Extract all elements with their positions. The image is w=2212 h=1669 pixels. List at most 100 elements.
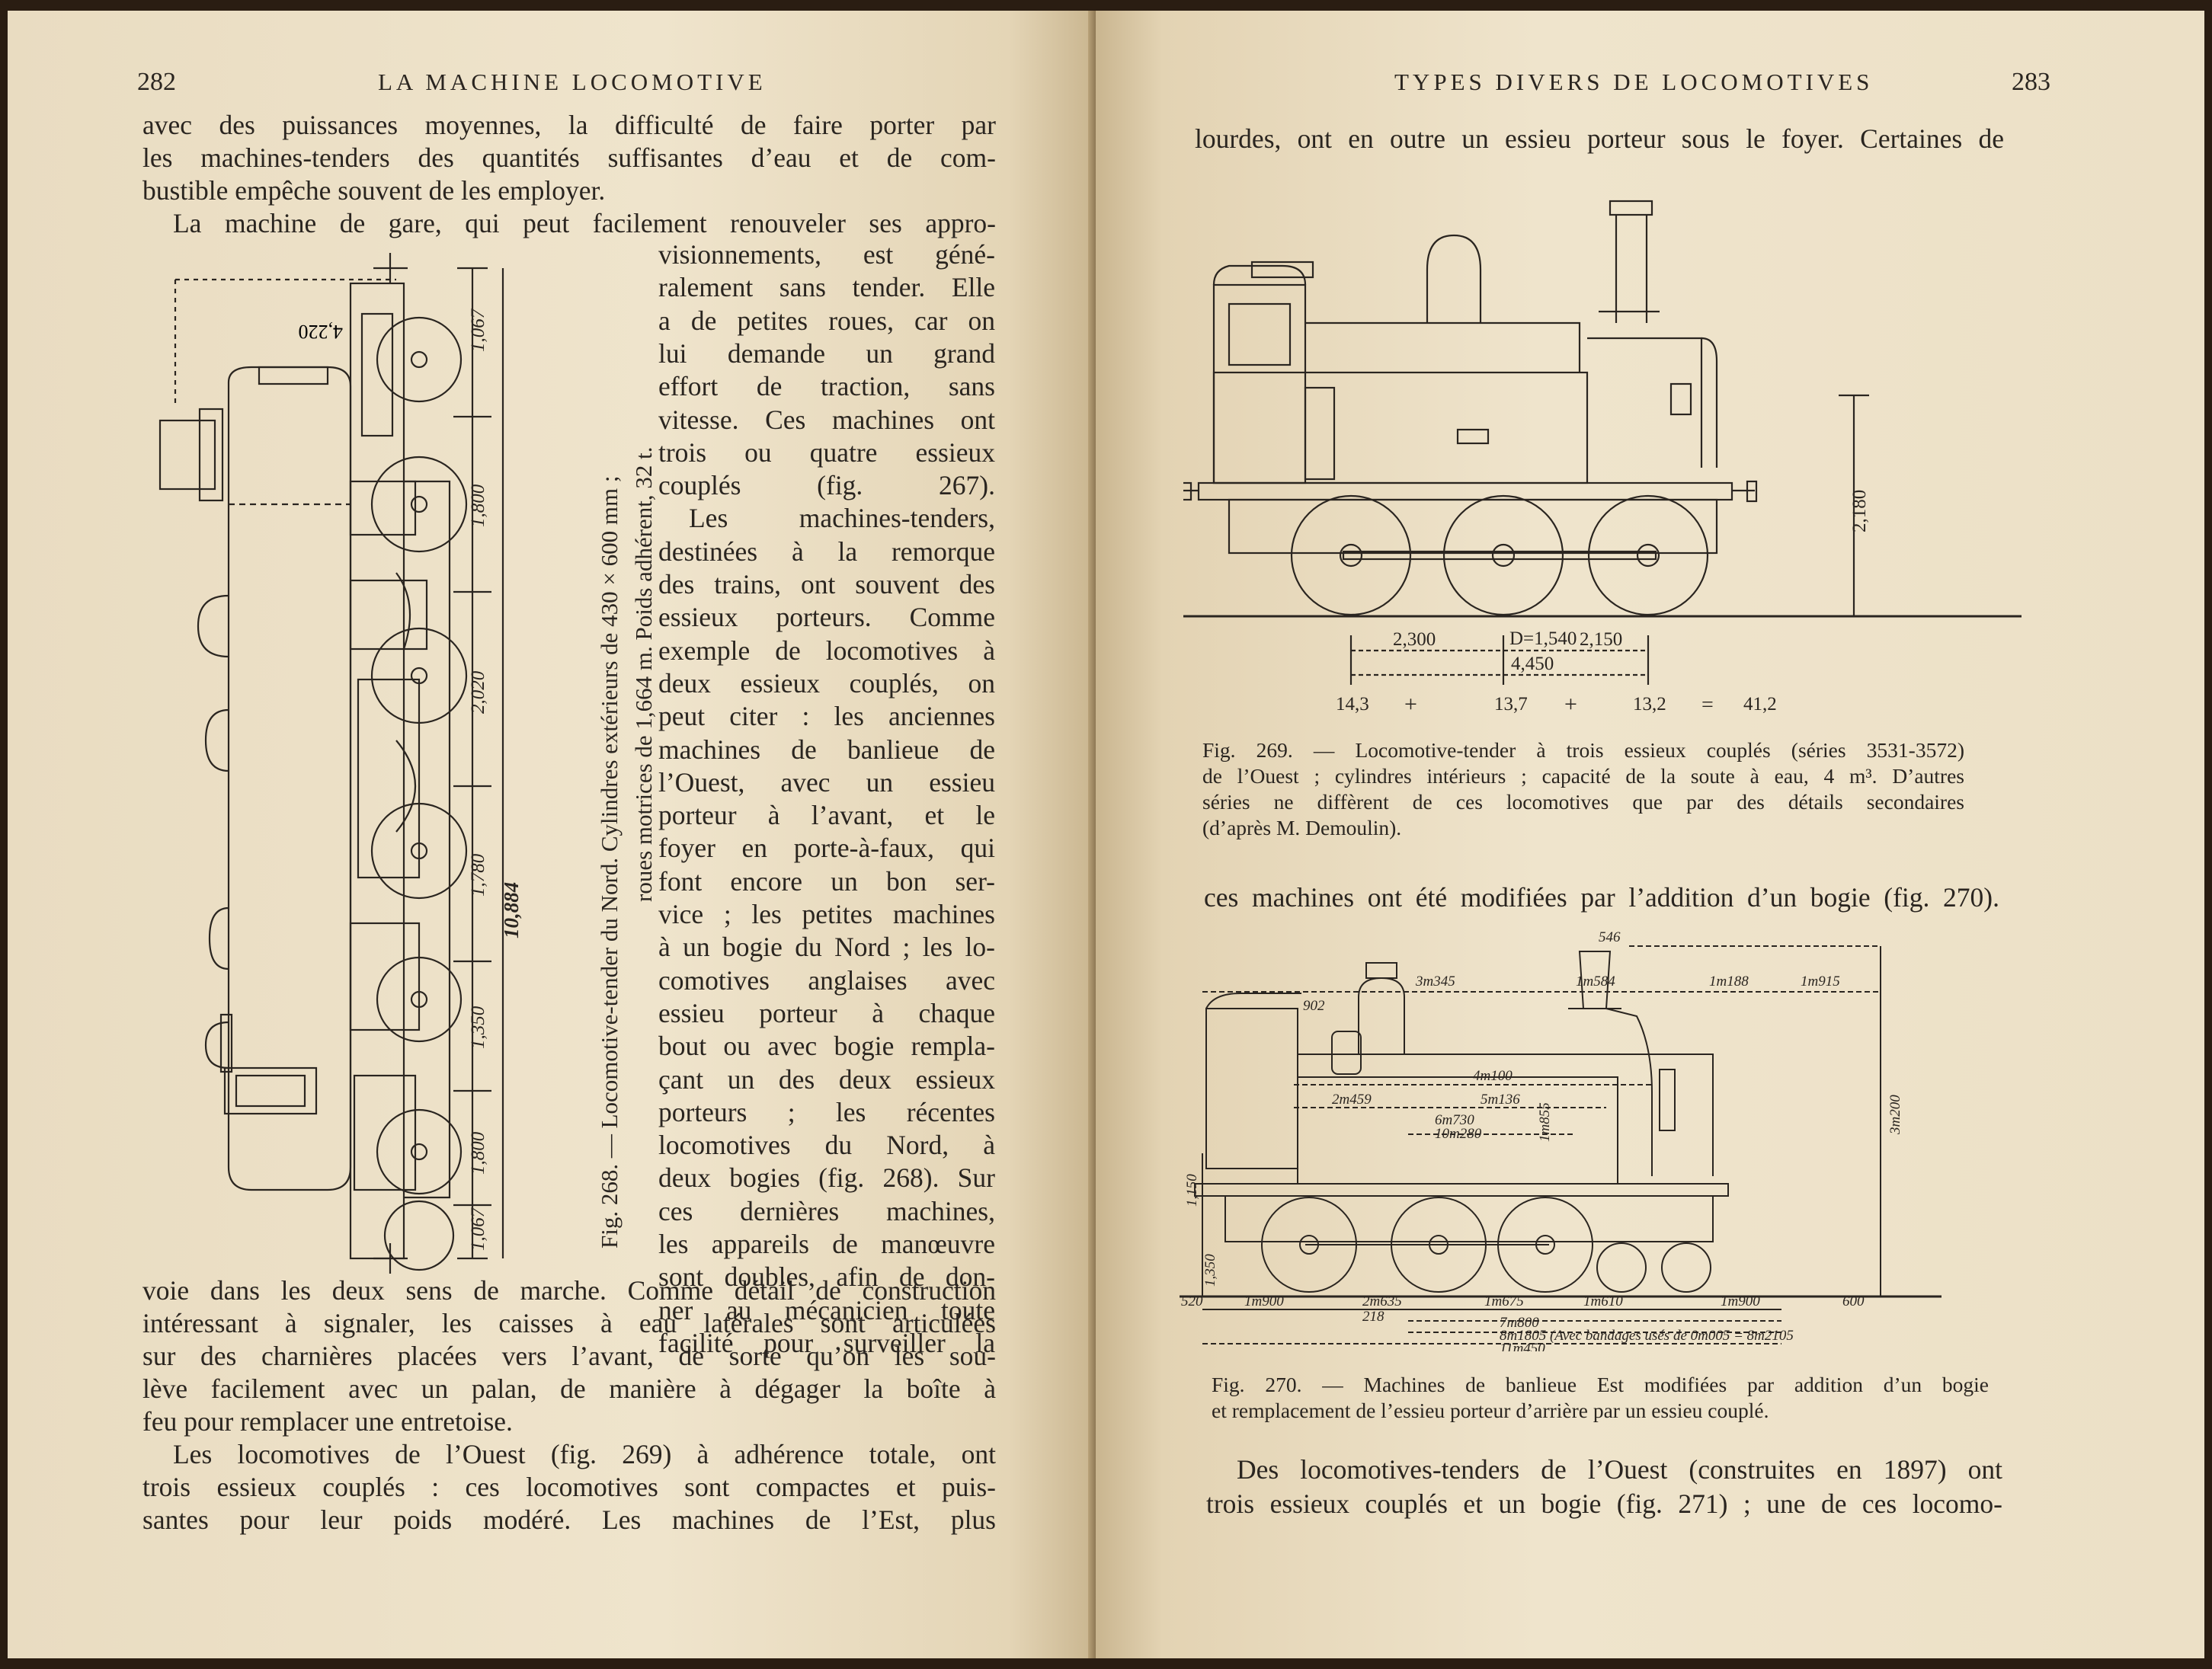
fig269-dim-d1: 2,300 — [1393, 629, 1436, 650]
column-line: porteur à l’avant, et le — [658, 800, 995, 831]
caption-line: Fig. 270. — Machines de banlieue Est mod… — [1212, 1373, 1989, 1396]
fig270-dim-mid-5: 6m730 — [1435, 1112, 1474, 1128]
body-line: voie dans les deux sens de marche. Comme… — [142, 1275, 996, 1306]
dim-seg-4: 1,780 — [468, 853, 488, 897]
column-line: essieux porteurs. Comme — [658, 602, 995, 633]
body-line: feu pour remplacer une entretoise. — [142, 1406, 513, 1437]
column-line: çant un des deux essieux — [658, 1063, 995, 1095]
column-line: foyer en porte-à-faux, qui — [658, 833, 995, 864]
page-number-right: 283 — [2012, 68, 2050, 96]
column-line: comotives anglaises avec — [658, 964, 995, 996]
caption-line: et remplacement de l’essieu porteur d’ar… — [1212, 1399, 1769, 1422]
fig270-dim-total-3: 11m450 — [1500, 1341, 1545, 1351]
figure-270: 546 3m345 1m584 1m188 1m915 902 4m100 2m… — [1180, 925, 2025, 1357]
dim-seg-3: 2,020 — [468, 670, 488, 714]
fig269-dim-height: 2,180 — [1849, 490, 1870, 532]
column-line: bout ou avec bogie rempla- — [658, 1031, 995, 1062]
figure-269-drawing: 2,180 2,300 D=1,540 2,150 4,450 14,3 + 1… — [1180, 200, 2022, 717]
dim-seg-2: 1,800 — [468, 484, 488, 527]
fig270-dim-left-2: 1,350 — [1202, 1254, 1218, 1287]
column-line: l’Ouest, avec un essieu — [658, 766, 995, 798]
column-line: visionnements, est géné- — [658, 239, 995, 270]
fig269-dim-d2: D=1,540 — [1509, 628, 1577, 649]
fig270-dim-top-6: 902 — [1303, 998, 1325, 1014]
column-line: machines de banlieue de — [658, 734, 995, 765]
fig270-dim-mid-3: 5m136 — [1481, 1092, 1520, 1108]
fig270-dim-bot-4: 1m675 — [1484, 1293, 1524, 1309]
caption-line: Fig. 269. — Locomotive-tender à trois es… — [1202, 738, 1964, 762]
fig270-dim-top-3: 1m584 — [1576, 974, 1615, 990]
fig270-dim-mid-6: 10m280 — [1435, 1126, 1482, 1142]
column-line: trois ou quatre essieux — [658, 436, 995, 468]
column-line: locomotives du Nord, à — [658, 1130, 995, 1161]
column-line: ner au mécanicien toute — [658, 1294, 995, 1325]
body-line: sur des charnières placées vers l’avant,… — [142, 1341, 996, 1371]
fig270-dim-bot-7: 600 — [1842, 1293, 1865, 1309]
fig269-plus-1: + — [1404, 692, 1417, 717]
body-line: les machines-tenders des quantités suffi… — [142, 142, 996, 173]
fig270-dim-bot-3: 2m635 — [1362, 1293, 1402, 1309]
column-line: effort de traction, sans — [658, 371, 995, 402]
column-line: destinées à la remorque — [658, 536, 995, 567]
fig269-equals: = — [1701, 693, 1714, 717]
column-line: des trains, ont souvent des — [658, 569, 995, 599]
column-line: vice ; les petites machines — [658, 899, 995, 929]
fig269-plus-2: + — [1564, 692, 1577, 717]
figure-268-drawing: 4,220 1,067 1,800 2,020 1,780 1,350 1,80… — [158, 253, 523, 1274]
body-line: avec des puissances moyennes, la difficu… — [142, 110, 996, 140]
column-line: a de petites roues, car on — [658, 305, 995, 336]
figure-268-caption-line2: roues motrices de 1,664 m. Poids adhéren… — [630, 446, 657, 902]
fig270-dim-bot-2: 1m900 — [1244, 1293, 1284, 1309]
fig270-dim-total-2: 8m1805 (Avec bandages usés de 0m005 = 8m… — [1500, 1328, 1794, 1344]
fig270-dim-mid-1: 4m100 — [1473, 1068, 1513, 1084]
caption-line: séries ne diffèrent de ces locomotives q… — [1202, 790, 1964, 814]
dim-seg-1: 1,067 — [468, 308, 488, 352]
body-line: Des locomotives-tenders de l’Ouest (cons… — [1237, 1454, 2002, 1485]
fig269-weight-2: 13,7 — [1494, 694, 1528, 715]
fig270-dim-bot-6: 1m900 — [1721, 1293, 1760, 1309]
fig270-dim-bot-5: 1m610 — [1583, 1293, 1623, 1309]
column-line: Les machines-tenders, — [689, 503, 995, 534]
column-line: ralement sans tender. Elle — [658, 272, 995, 303]
page-number-left: 282 — [137, 68, 176, 96]
column-line: essieu porteur à chaque — [658, 997, 995, 1028]
column-line: ces dernières machines, — [658, 1195, 995, 1226]
column-line: facilité pour surveiller la — [658, 1327, 995, 1358]
fig269-weight-1: 14,3 — [1336, 694, 1369, 715]
fig269-weight-total: 41,2 — [1743, 694, 1777, 715]
caption-line: de l’Ouest ; cylindres intérieurs ; capa… — [1202, 764, 1964, 788]
figure-270-drawing: 546 3m345 1m584 1m188 1m915 902 4m100 2m… — [1180, 929, 1942, 1357]
fig270-dim-top-1: 546 — [1599, 929, 1621, 945]
column-line: vitesse. Ces machines ont — [658, 404, 995, 435]
right-top-line: lourdes, ont en outre un essieu porteur … — [1195, 123, 2004, 154]
fig270-dim-mid-4: 1m855 — [1537, 1102, 1553, 1142]
fig270-dim-top-5: 1m915 — [1801, 974, 1840, 990]
left-page: 282 LA MACHINE LOCOMOTIVE avec des puiss… — [8, 11, 1096, 1658]
fig270-dim-mid-2: 2m459 — [1332, 1092, 1372, 1108]
fig269-weight-3: 13,2 — [1633, 694, 1666, 715]
column-line: couplés (fig. 267). — [658, 470, 995, 501]
dim-seg-5: 1,350 — [468, 1006, 488, 1049]
column-line: deux essieux couplés, on — [658, 667, 995, 699]
column-line: porteurs ; les récentes — [658, 1096, 995, 1127]
body-line: intéressant à signaler, les caisses à ea… — [142, 1308, 996, 1338]
column-line: sont doubles, afin de don- — [658, 1261, 995, 1293]
fig270-dim-bot-8: 218 — [1362, 1309, 1385, 1325]
column-line: font encore un bon ser- — [658, 865, 995, 897]
figure-268: 4,220 1,067 1,800 2,020 1,780 1,350 1,80… — [145, 253, 632, 1274]
dim-total: 10,884 — [500, 882, 523, 938]
fig270-dim-top-4: 1m188 — [1709, 974, 1749, 990]
body-line: trois essieux couplés : ces locomotives … — [142, 1472, 996, 1502]
figure-268-caption-line1: Fig. 268. — Locomotive-tender du Nord. C… — [596, 475, 623, 1249]
dim-seg-6: 1,800 — [468, 1131, 488, 1175]
right-page: TYPES DIVERS DE LOCOMOTIVES 283 lourdes,… — [1096, 11, 2204, 1658]
right-mid-line: ces machines ont été modifiées par l’add… — [1204, 882, 1999, 913]
body-line: Les locomotives de l’Ouest (fig. 269) à … — [173, 1439, 996, 1469]
fig269-dim-total: 4,450 — [1511, 654, 1554, 674]
column-line: à un bogie du Nord ; les lo- — [658, 932, 995, 963]
column-line: les appareils de manœuvre — [658, 1229, 995, 1259]
fig270-dim-total-1: 7m800 — [1500, 1315, 1539, 1331]
body-line: trois essieux couplés et un bogie (fig. … — [1206, 1488, 2002, 1519]
column-line: deux bogies (fig. 268). Sur — [658, 1162, 995, 1194]
column-line: lui demande un grand — [658, 337, 995, 369]
